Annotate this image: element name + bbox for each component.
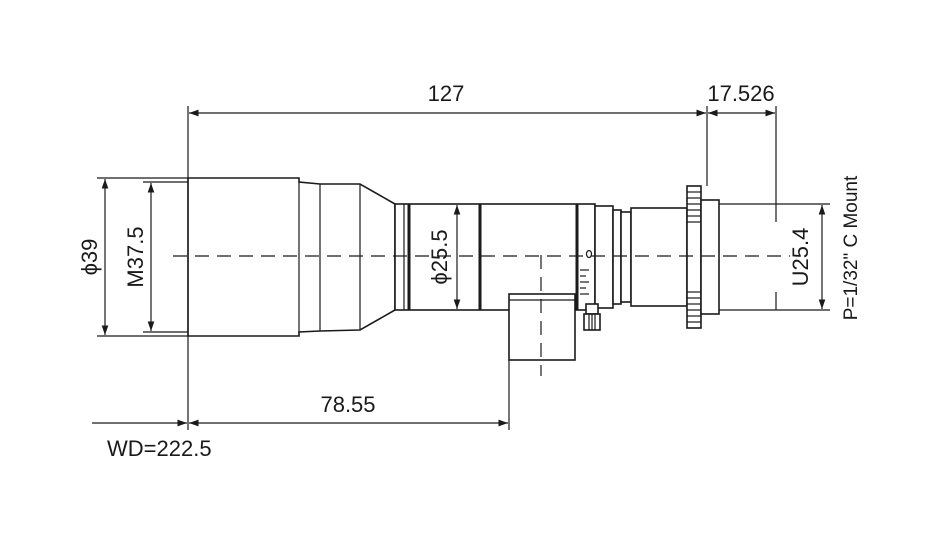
rear-ring [612, 209, 622, 305]
filter-thread-label: M37.5 [123, 226, 148, 287]
lock-ring [686, 185, 702, 329]
lens-body [187, 177, 777, 361]
mount-type-label: P=1/32" C Mount [841, 175, 862, 320]
side-box [508, 293, 576, 361]
front-diameter-label: ϕ39 [77, 239, 102, 276]
rear-ring [594, 205, 614, 309]
index-mark [585, 249, 593, 259]
c-mount-thread [719, 203, 777, 311]
rear-ring [620, 211, 632, 303]
mount-flange [700, 199, 720, 315]
lock-knob-stem [585, 303, 599, 315]
focus-scale [580, 269, 589, 295]
barrel-diameter-label: ϕ25.5 [427, 229, 452, 284]
overall-length-label: 127 [428, 81, 465, 106]
front-hood [187, 177, 396, 337]
working-distance-label: WD=222.5 [107, 436, 212, 461]
knob-offset-label: 78.55 [320, 392, 375, 417]
mount-thread-label: U25.4 [788, 228, 813, 287]
flange-back-label: 17.526 [707, 81, 774, 106]
rear-tube [630, 207, 688, 307]
main-barrel [394, 203, 596, 311]
lock-ring-knurl [687, 191, 701, 323]
